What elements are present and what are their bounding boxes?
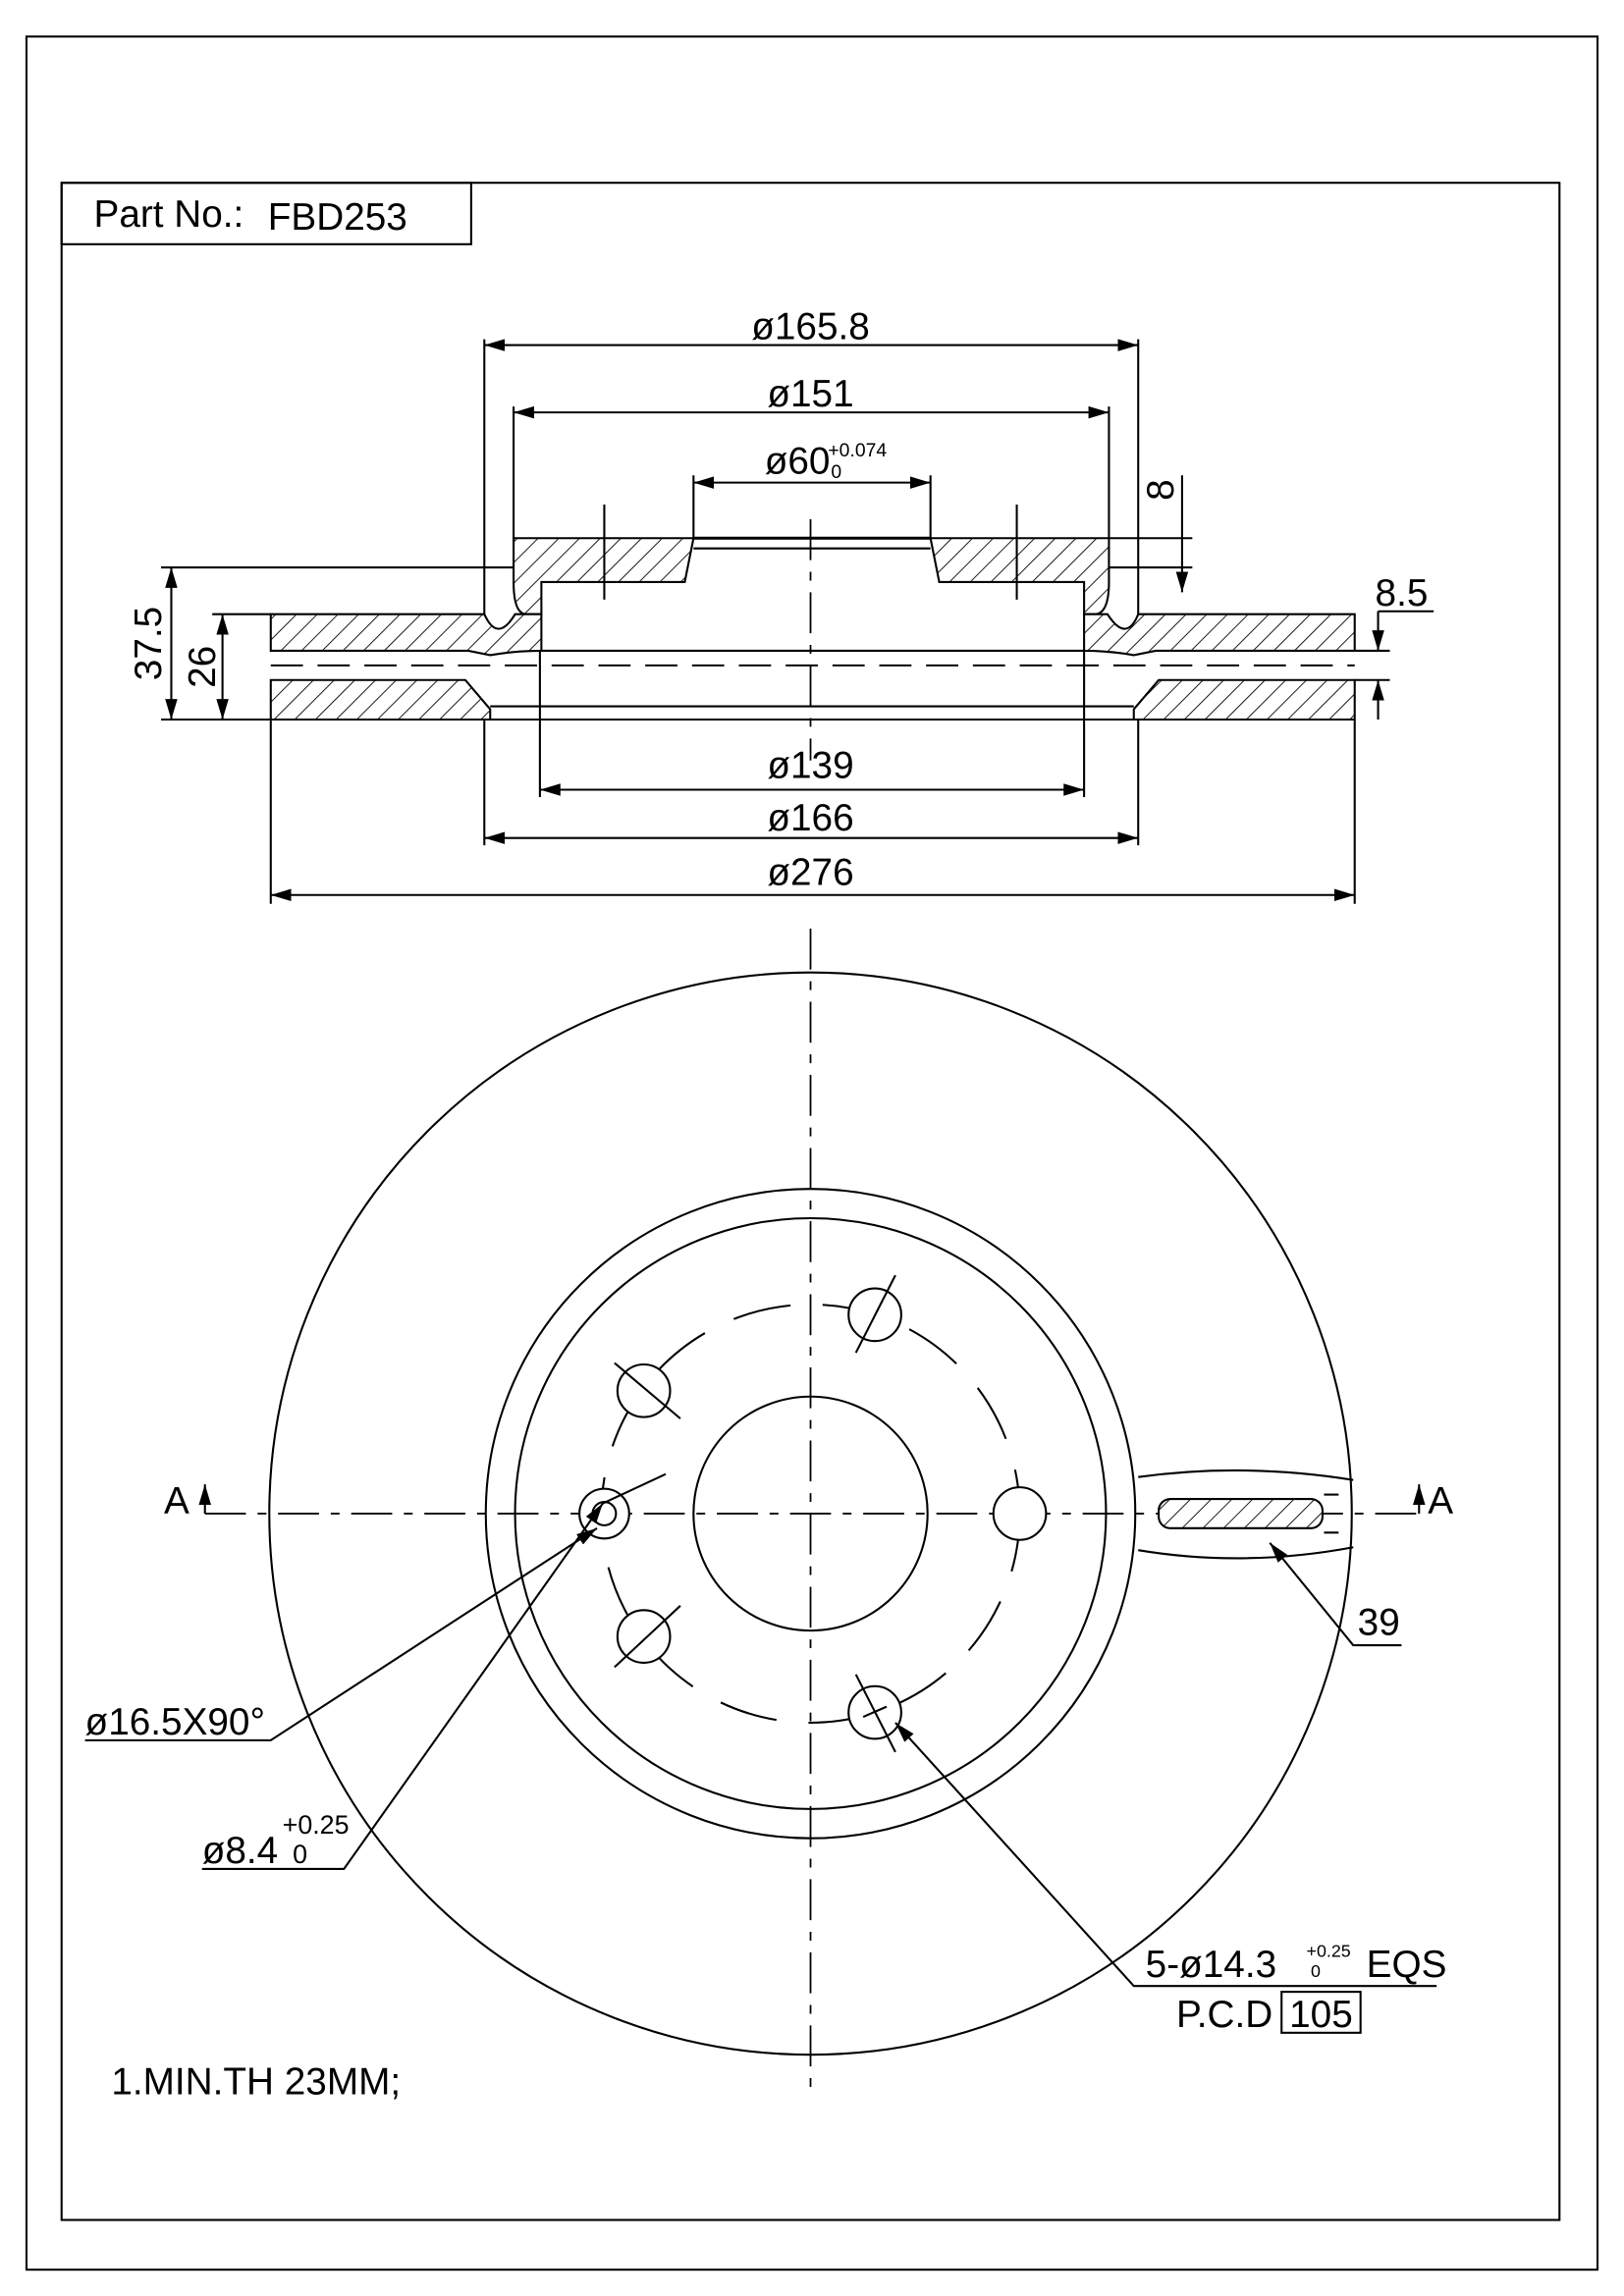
pcd-label: P.C.D [1176, 1994, 1272, 2036]
part-label: Part No.: [94, 193, 244, 236]
dim-276: ø276 [767, 851, 853, 893]
title-block: Part No.: FBD253 [60, 182, 472, 245]
set-hole-tol-lower: 0 [293, 1840, 307, 1869]
bolt-holes [578, 1274, 1048, 1753]
bolt-hole-label: 5-ø14.3 [1146, 1944, 1276, 1986]
inner-border [60, 182, 1561, 2221]
dim-total-height: 37.5 [128, 607, 170, 680]
note-min-thickness: 1.MIN.TH 23MM; [111, 2060, 401, 2103]
part-number: FBD253 [268, 196, 407, 239]
dim-bore: ø60 [765, 441, 831, 483]
dim-166: ø166 [767, 797, 853, 839]
set-screw-hole-chamfer [578, 1487, 630, 1540]
section-mark-right: A [1428, 1480, 1453, 1522]
bolt-tol-lower: 0 [1311, 1961, 1321, 1981]
dim-hat-outer: ø165.8 [751, 306, 870, 348]
outer-border [25, 35, 1599, 2271]
dim-vent-width: 8.5 [1376, 572, 1429, 614]
dim-bore-tol-lower: 0 [831, 461, 841, 483]
bolt-suffix: EQS [1367, 1944, 1447, 1986]
set-hole-label: ø8.4 [202, 1830, 278, 1872]
dim-hat-inner: ø151 [767, 373, 853, 415]
section-view: ø165.8 ø151 ø60 +0.074 0 8 8.5 37.5 26 ø… [128, 306, 1435, 904]
dim-hat-thickness: 8 [1140, 479, 1182, 501]
front-view: A A 39 ø16.5X90° ø8.4 +0.25 0 5-ø14.3 +0… [84, 929, 1453, 2092]
bolt-hole [616, 1609, 672, 1664]
dim-disc-thickness: 26 [182, 646, 224, 688]
vane-count: 39 [1358, 1602, 1400, 1644]
set-hole-tol-upper: +0.25 [283, 1810, 350, 1840]
chamfer-label: ø16.5X90° [85, 1701, 265, 1743]
dim-bore-tol-upper: +0.074 [828, 440, 887, 461]
bolt-tol-upper: +0.25 [1307, 1941, 1351, 1960]
dim-139: ø139 [767, 745, 853, 787]
bolt-hole [992, 1486, 1048, 1541]
pcd-value: 105 [1289, 1994, 1353, 2036]
section-mark-left: A [164, 1480, 189, 1522]
